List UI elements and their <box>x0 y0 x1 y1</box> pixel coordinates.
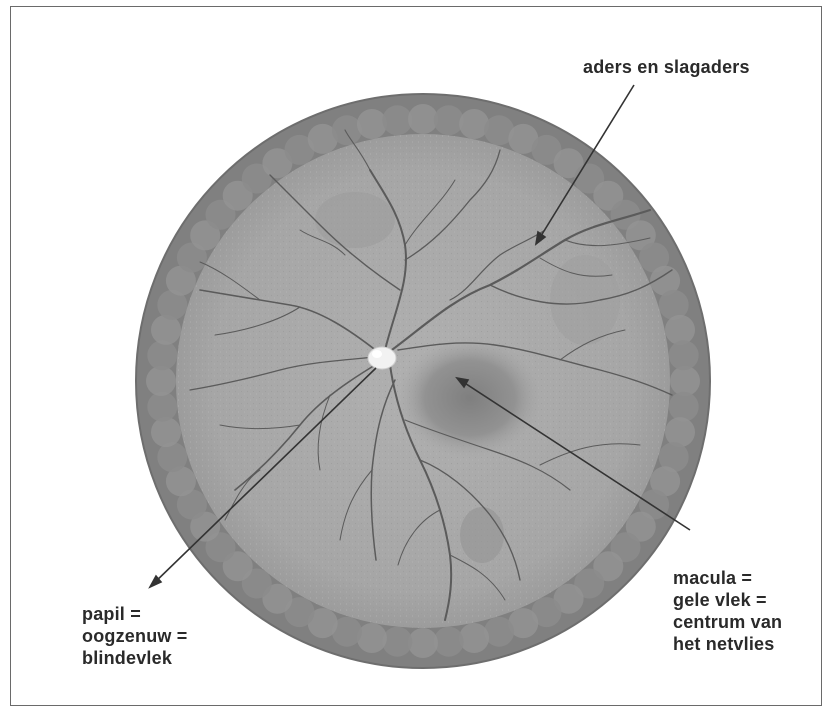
rim-scallop <box>147 392 177 422</box>
label-vessels: aders en slagaders <box>583 56 750 78</box>
rim-scallop <box>459 109 489 139</box>
rim-scallop <box>434 627 464 657</box>
rim-scallop <box>408 628 438 658</box>
rim-scallop <box>157 442 187 472</box>
rim-scallop <box>146 366 176 396</box>
rim-scallop <box>408 104 438 134</box>
label-papil-line: papil = <box>82 603 188 625</box>
label-papil-line: blindevlek <box>82 647 188 669</box>
rim-scallop <box>151 315 181 345</box>
rim-scallop <box>147 340 177 370</box>
rim-scallop <box>434 105 464 135</box>
label-vessels-text: aders en slagaders <box>583 56 750 78</box>
rim-scallop <box>357 623 387 653</box>
rim-scallop <box>332 115 362 145</box>
label-macula-line: centrum van <box>673 611 782 633</box>
rim-scallop <box>357 109 387 139</box>
rim-scallop <box>151 417 181 447</box>
rim-scallop <box>459 623 489 653</box>
rim-scallop <box>670 366 700 396</box>
label-macula-line: macula = <box>673 567 782 589</box>
rim-scallop <box>665 417 695 447</box>
label-macula-line: gele vlek = <box>673 589 782 611</box>
rim-scallop <box>669 340 699 370</box>
label-macula: macula = gele vlek = centrum van het net… <box>673 567 782 655</box>
label-macula-line: het netvlies <box>673 633 782 655</box>
optic-disc-highlight <box>372 350 382 358</box>
macula <box>395 336 545 460</box>
rim-scallop <box>665 315 695 345</box>
rim-scallop <box>669 392 699 422</box>
optic-disc <box>368 347 396 369</box>
rim-scallop <box>382 105 412 135</box>
label-papil-line: oogzenuw = <box>82 625 188 647</box>
rim-scallop <box>484 617 514 647</box>
label-papil: papil = oogzenuw = blindevlek <box>82 603 188 669</box>
fundus-shadow <box>460 507 504 563</box>
fundus-shadow <box>315 192 395 248</box>
rim-scallop <box>382 627 412 657</box>
rim-scallop <box>659 290 689 320</box>
